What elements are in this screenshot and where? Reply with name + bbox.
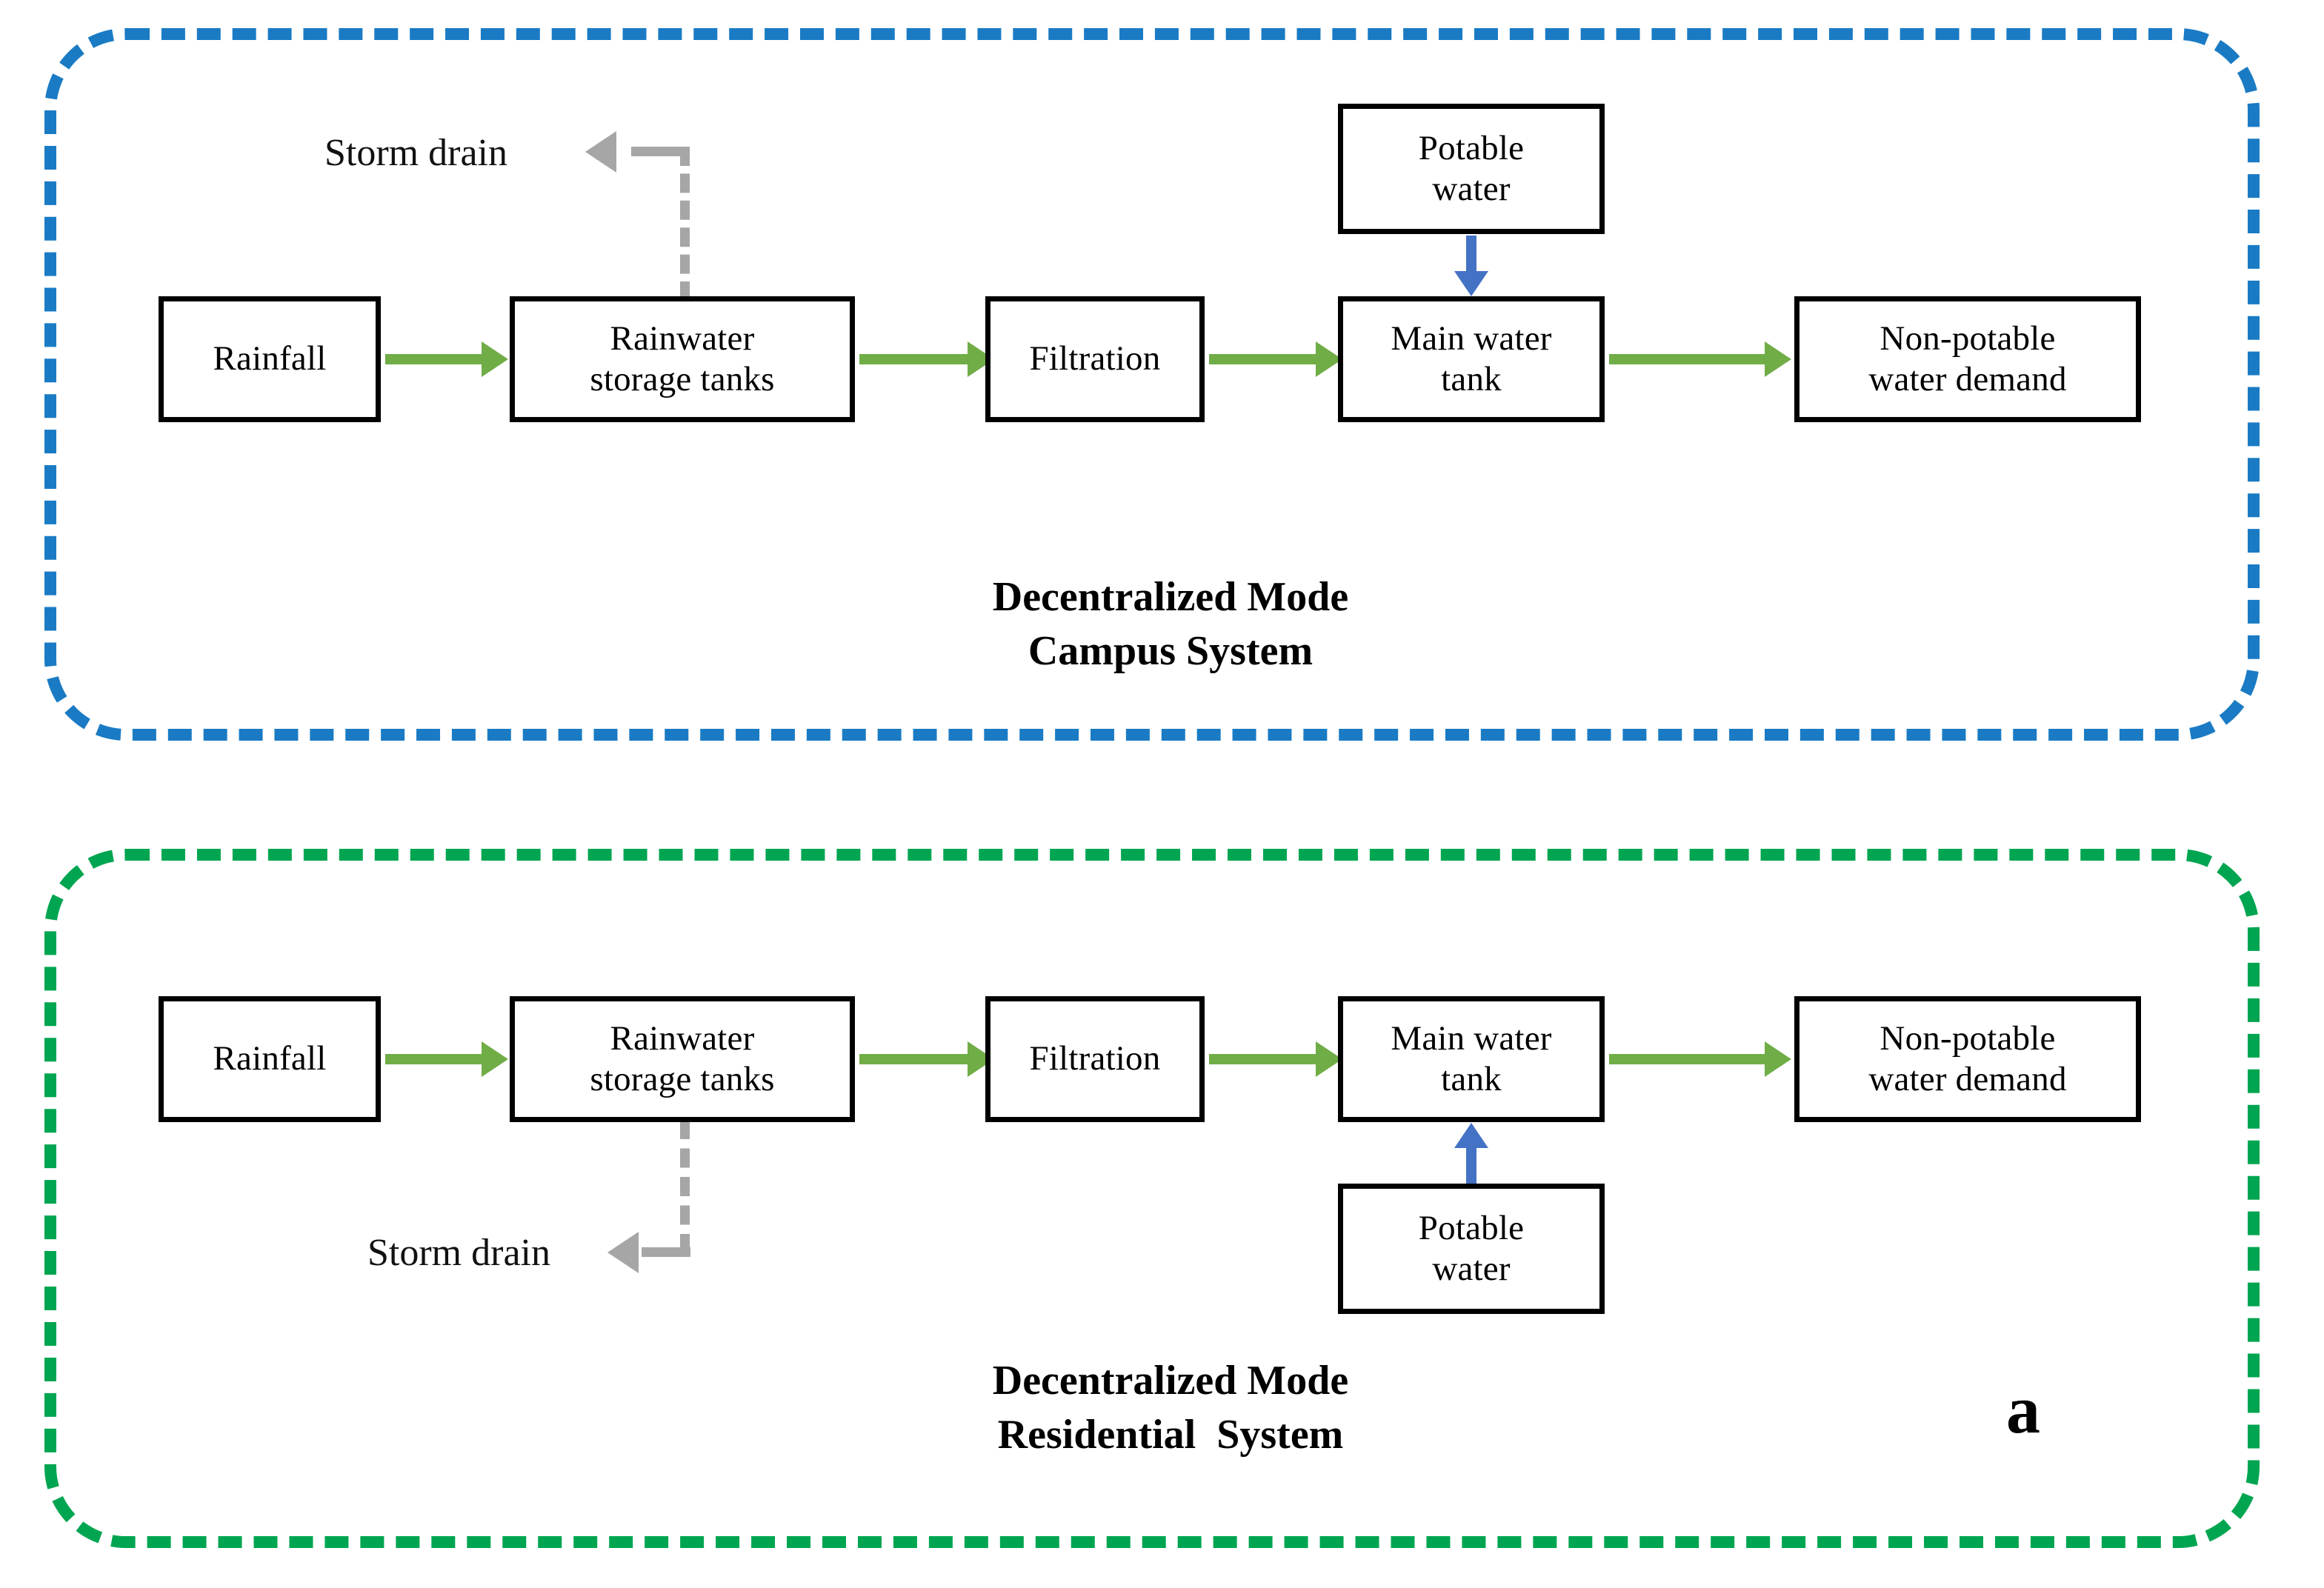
node-potable-water-residential: Potable water xyxy=(1338,1184,1605,1314)
panel-title-line2: Campus System xyxy=(1028,627,1314,674)
panel-campus-system xyxy=(44,28,2260,741)
node-label: Filtration xyxy=(1029,1039,1161,1078)
storm-drain-run-campus xyxy=(631,147,685,156)
flow-storage-to-filtration-residential xyxy=(859,1054,969,1064)
storm-drain-label-residential: Storm drain xyxy=(367,1232,550,1274)
node-label-line2: storage tanks xyxy=(590,1060,775,1098)
flow-filtration-to-maintank-campus xyxy=(1209,354,1317,364)
node-label-line1: Rainwater xyxy=(610,1018,755,1058)
node-nonpotable-demand-residential: Non-potable water demand xyxy=(1794,996,2141,1122)
node-main-water-tank-campus: Main water tank xyxy=(1338,296,1605,422)
node-label-line2: water demand xyxy=(1868,1060,2067,1098)
node-rainwater-storage-campus: Rainwater storage tanks xyxy=(510,296,855,422)
node-label-line1: Non-potable xyxy=(1879,318,2056,358)
node-label-line1: Non-potable xyxy=(1879,1018,2056,1058)
storm-drain-arrowhead-residential xyxy=(607,1232,639,1273)
node-label: Filtration xyxy=(1029,339,1161,378)
node-label-line2: water xyxy=(1432,170,1511,208)
flow-rainfall-to-storage-residential xyxy=(385,1054,483,1064)
node-filtration-residential: Filtration xyxy=(985,996,1205,1122)
flow-maintank-to-demand-residential xyxy=(1609,1054,1766,1064)
node-label-line2: tank xyxy=(1441,1060,1502,1098)
storm-drain-run-residential xyxy=(642,1247,690,1257)
node-label-line1: Main water xyxy=(1391,318,1552,358)
node-rainfall-residential: Rainfall xyxy=(159,996,381,1122)
node-rainfall-campus: Rainfall xyxy=(159,296,381,422)
panel-residential-system xyxy=(44,849,2260,1548)
storm-drain-riser-residential xyxy=(680,1120,690,1253)
storm-drain-label-campus: Storm drain xyxy=(324,132,507,174)
figure-letter-label: a xyxy=(2006,1372,2040,1447)
storm-drain-arrowhead-campus xyxy=(585,131,616,173)
panel-title-line1: Decentralized Mode xyxy=(992,1358,1349,1404)
flow-potable-to-maintank-residential xyxy=(1466,1147,1476,1184)
node-label: Rainfall xyxy=(213,1039,327,1078)
node-potable-water-campus: Potable water xyxy=(1338,104,1605,234)
node-label-line1: Rainwater xyxy=(610,318,755,358)
node-main-water-tank-residential: Main water tank xyxy=(1338,996,1605,1122)
panel-title-line1: Decentralized Mode xyxy=(992,574,1349,620)
node-label-line2: tank xyxy=(1441,360,1502,398)
flow-storage-to-filtration-campus xyxy=(859,354,969,364)
flow-maintank-to-demand-campus xyxy=(1609,354,1766,364)
storm-drain-riser-campus xyxy=(680,147,690,301)
node-label-line1: Potable xyxy=(1418,1208,1525,1247)
panel-title-line2: Residential System xyxy=(997,1411,1344,1458)
flow-potable-to-maintank-campus xyxy=(1466,236,1476,273)
node-label-line2: storage tanks xyxy=(590,360,775,398)
node-label-line1: Potable xyxy=(1418,128,1525,167)
node-label-line1: Main water xyxy=(1391,1018,1552,1058)
node-filtration-campus: Filtration xyxy=(985,296,1205,422)
node-label-line2: water demand xyxy=(1868,360,2067,398)
flow-filtration-to-maintank-residential xyxy=(1209,1054,1317,1064)
flow-rainfall-to-storage-campus xyxy=(385,354,483,364)
node-label-line2: water xyxy=(1432,1250,1511,1288)
node-nonpotable-demand-campus: Non-potable water demand xyxy=(1794,296,2141,422)
node-rainwater-storage-residential: Rainwater storage tanks xyxy=(510,996,855,1122)
node-label: Rainfall xyxy=(213,339,327,378)
